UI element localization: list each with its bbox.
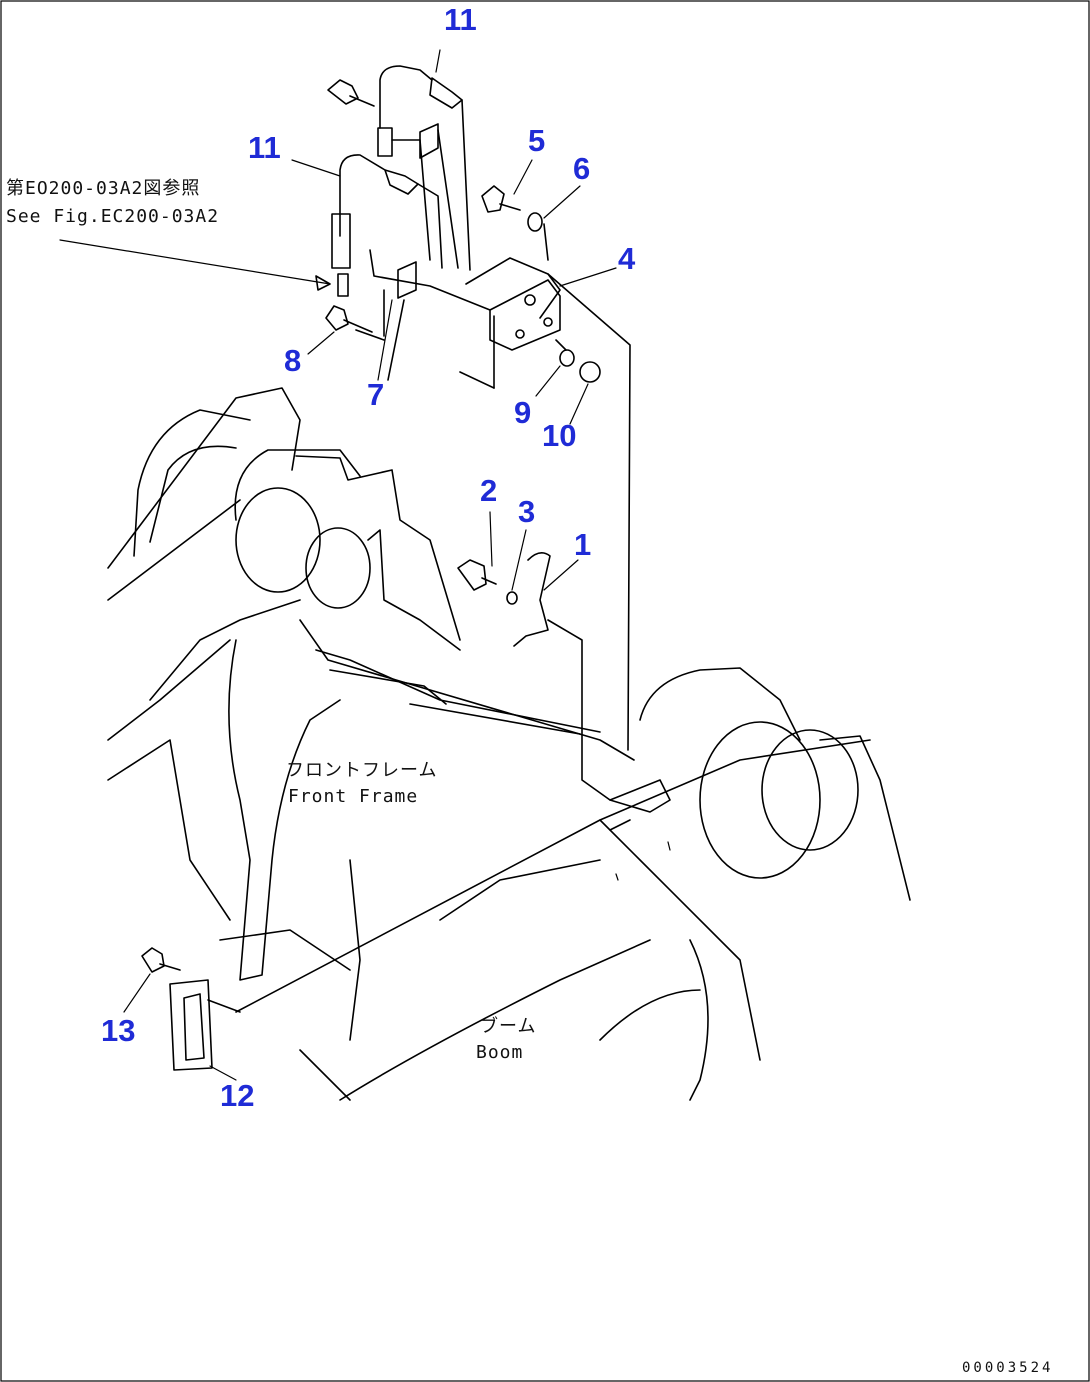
leader-lines	[59, 49, 617, 1081]
callout-6[interactable]: 6	[573, 151, 591, 186]
callout-1[interactable]: 1	[574, 527, 592, 562]
callout-5[interactable]: 5	[528, 123, 546, 158]
callout-4[interactable]: 4	[618, 241, 636, 276]
boom-structure	[235, 667, 911, 1101]
reference-note-en: See Fig.EC200-03A2	[6, 206, 220, 227]
callout-11-top[interactable]: 11	[444, 2, 477, 37]
front-frame-label-en: Front Frame	[288, 786, 419, 807]
callout-3[interactable]: 3	[518, 494, 536, 529]
callout-8[interactable]: 8	[284, 343, 302, 378]
callout-7[interactable]: 7	[367, 377, 385, 412]
callout-9[interactable]: 9	[514, 395, 532, 430]
callout-10[interactable]: 10	[542, 418, 577, 453]
front-frame-structure	[107, 387, 635, 1101]
reference-note-jp: 第EO200-03A2図参照	[6, 178, 201, 199]
callout-11-middle[interactable]: 11	[248, 130, 281, 165]
callout-13[interactable]: 13	[101, 1013, 136, 1048]
drawing-code: 00003524	[962, 1360, 1054, 1376]
plate-bracket-group	[457, 552, 611, 801]
callout-12[interactable]: 12	[220, 1078, 255, 1113]
sensor-harness-assembly	[325, 65, 631, 751]
cover-plate-group	[141, 947, 241, 1071]
callout-2[interactable]: 2	[480, 473, 498, 508]
boom-label-jp: ブーム	[480, 1016, 537, 1037]
front-frame-label-jp: フロントフレーム	[286, 760, 438, 781]
boom-label-en: Boom	[476, 1042, 524, 1063]
